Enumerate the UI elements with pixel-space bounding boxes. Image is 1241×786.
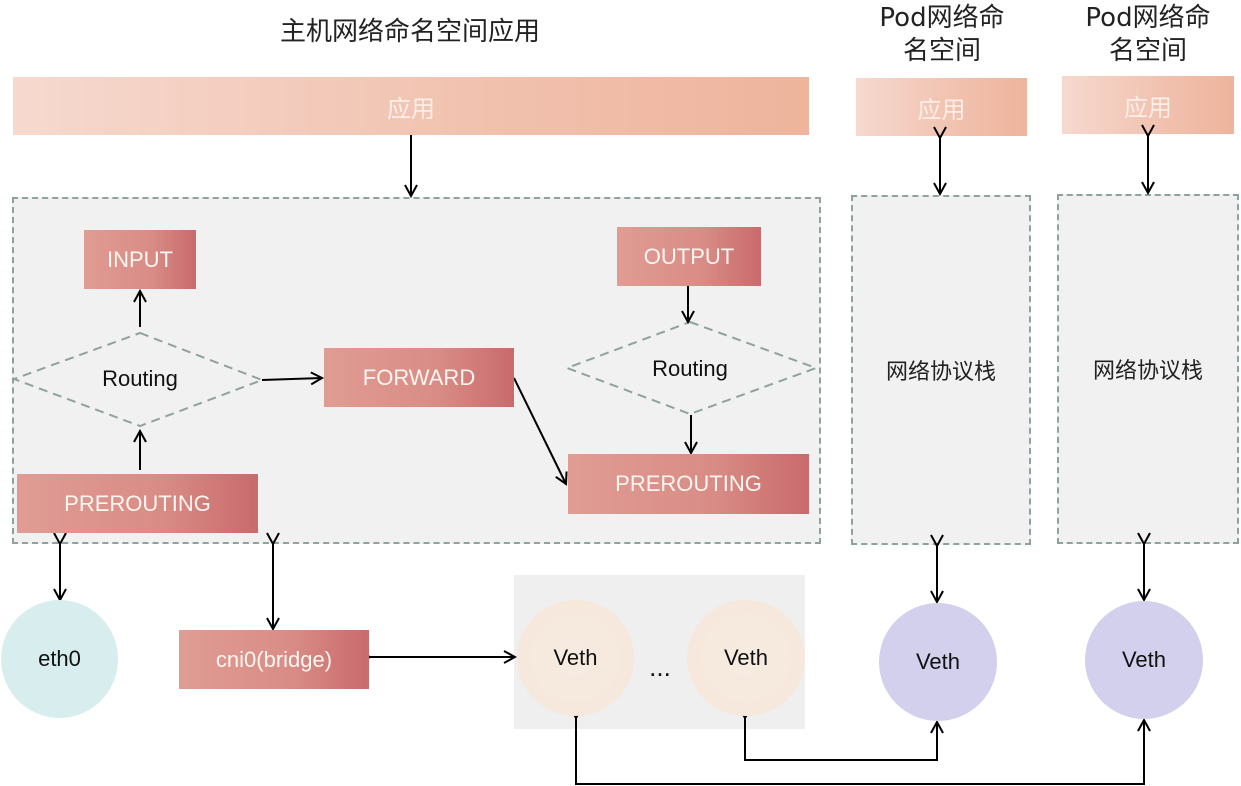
routing-left-label: Routing [102, 366, 178, 391]
pod2-protocol-stack: 网络协议栈 [1057, 194, 1239, 544]
pod1-title-line2: 名空间 [902, 35, 981, 66]
hook-output[interactable]: OUTPUT [617, 227, 761, 286]
arrow-routing-to-forward [261, 378, 322, 380]
arrow-forward-to-prerouting [513, 377, 566, 484]
pod1-stack-label: 网络协议栈 [885, 359, 996, 384]
pod2-veth[interactable]: Veth [1085, 601, 1203, 719]
pod1-veth[interactable]: Veth [879, 603, 997, 721]
hook-forward[interactable]: FORWARD [324, 348, 514, 407]
pod1-app-bar[interactable]: 应用 [856, 78, 1027, 136]
pod1-title-line1: Pod网络命 [879, 3, 1005, 33]
host-veth-right[interactable]: Veth [687, 600, 805, 716]
hook-prerouting-left[interactable]: PREROUTING [17, 474, 258, 533]
pod2-stack-label: 网络协议栈 [1092, 358, 1203, 383]
pod1-namespace-title: Pod网络命 名空间 [852, 2, 1032, 67]
cni0-bridge[interactable]: cni0(bridge) [179, 630, 369, 689]
hook-input[interactable]: INPUT [84, 230, 196, 289]
eth0-interface[interactable]: eth0 [1, 600, 118, 718]
veth-ellipsis: ... [649, 651, 671, 682]
link-veth-right-pod1 [745, 718, 937, 761]
link-veth-left-pod2 [576, 718, 1144, 785]
hook-prerouting-right[interactable]: PREROUTING [568, 454, 809, 514]
pod2-title-line2: 名空间 [1108, 35, 1187, 66]
pod2-title-line1: Pod网络命 [1085, 3, 1211, 33]
routing-right-label: Routing [652, 356, 728, 381]
pod1-protocol-stack: 网络协议栈 [851, 195, 1031, 545]
pod2-app-bar[interactable]: 应用 [1062, 76, 1234, 134]
host-veth-left[interactable]: Veth [517, 600, 634, 716]
routing-right-diamond [564, 320, 819, 416]
routing-left-diamond [11, 331, 265, 428]
host-namespace-title: 主机网络命名空间应用 [279, 17, 540, 47]
host-app-bar[interactable]: 应用 [13, 77, 809, 135]
pod2-namespace-title: Pod网络命 名空间 [1058, 2, 1238, 67]
